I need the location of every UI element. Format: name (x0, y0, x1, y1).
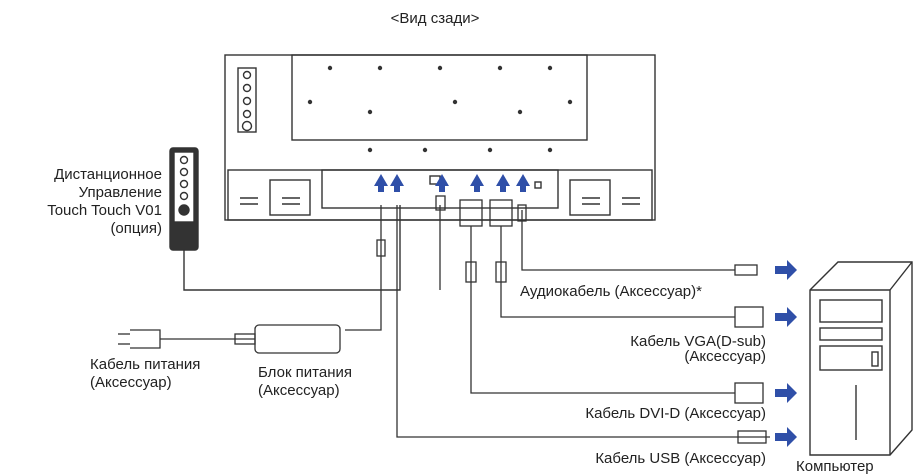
computer-icon (809, 261, 913, 456)
remote-control (169, 147, 401, 291)
monitor-rear (224, 54, 656, 221)
power-cable-label-1: Кабель питания (90, 356, 201, 373)
power-cable-label-2: (Аксессуар) (90, 374, 172, 391)
cables (118, 195, 770, 444)
usb-cable-label: Кабель USB (Аксессуар) (595, 450, 766, 467)
computer-label: Компьютер (796, 458, 874, 475)
adapter-label-1: Блок питания (258, 364, 352, 381)
port-arrows (374, 174, 530, 192)
remote-label-2: Управление (78, 184, 162, 201)
page-title: <Вид сзади> (390, 10, 480, 27)
remote-label-4: (опция) (110, 220, 162, 237)
vga-cable-label-1: Кабель VGA(D-sub) (630, 333, 766, 350)
adapter-label-2: (Аксессуар) (258, 382, 340, 399)
remote-label-3: Touch Touch V01 (47, 202, 162, 219)
audio-cable-label: Аудиокабель (Аксессуар)* (520, 283, 702, 300)
computer-arrows (775, 260, 797, 447)
vga-cable-label-2: (Аксессуар) (684, 348, 766, 365)
remote-label-1: Дистанционное (54, 166, 162, 183)
dvi-cable-label: Кабель DVI-D (Аксессуар) (585, 405, 766, 422)
